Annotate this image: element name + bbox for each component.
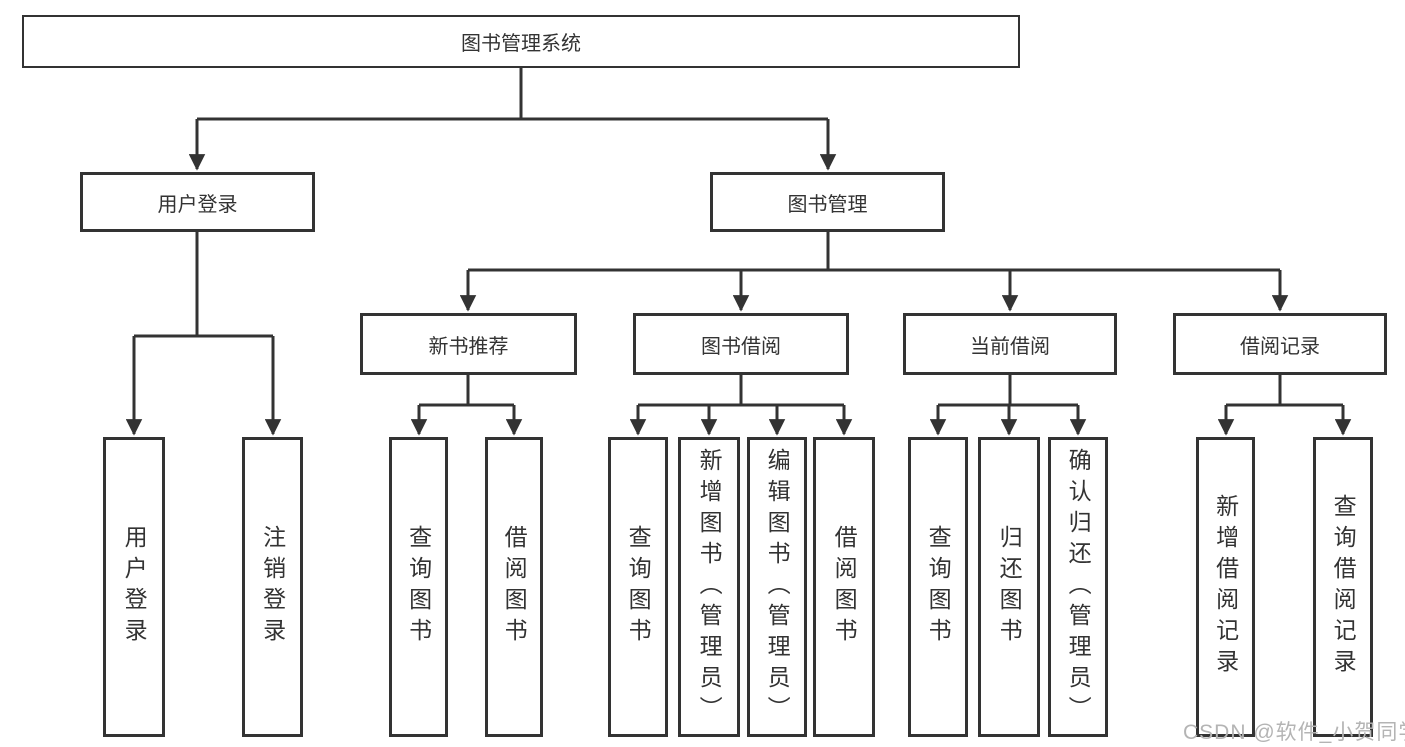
leaf-edit-books-admin: 编辑图书（管理员） [747,437,807,737]
node-book-management: 图书管理 [710,172,945,232]
leaf-confirm-return-admin-label: 确认归还（管理员） [1065,447,1092,727]
leaf-query-books-borrowing: 查询图书 [608,437,668,737]
leaf-borrow-books-recommend: 借阅图书 [485,437,543,737]
leaf-add-books-admin: 新增图书（管理员） [678,437,740,737]
leaf-query-books-recommend: 查询图书 [389,437,448,737]
leaf-return-books: 归还图书 [978,437,1040,737]
csdn-watermark: CSDN @软件_小贺同学 [1183,721,1405,744]
leaf-query-borrow-record: 查询借阅记录 [1313,437,1373,737]
node-root-library-system: 图书管理系统 [22,15,1020,68]
node-new-book-recommendation: 新书推荐 [360,313,577,375]
node-current-borrowing: 当前借阅 [903,313,1117,375]
node-borrowing-records: 借阅记录 [1173,313,1387,375]
leaf-logout-login-label: 注销登录 [259,525,286,649]
leaf-query-books-recommend-label: 查询图书 [405,525,432,649]
leaf-logout-login: 注销登录 [242,437,303,737]
leaf-query-books-current-label: 查询图书 [925,525,952,649]
leaf-add-borrow-record-label: 新增借阅记录 [1212,494,1239,680]
leaf-query-borrow-record-label: 查询借阅记录 [1330,494,1357,680]
leaf-user-login: 用户登录 [103,437,165,737]
leaf-query-books-current: 查询图书 [908,437,968,737]
leaf-borrow-books-borrowing: 借阅图书 [813,437,875,737]
leaf-borrow-books-recommend-label: 借阅图书 [501,525,528,649]
leaf-confirm-return-admin: 确认归还（管理员） [1048,437,1108,737]
leaf-edit-books-admin-label: 编辑图书（管理员） [764,447,791,727]
leaf-borrow-books-borrowing-label: 借阅图书 [831,525,858,649]
leaf-user-login-label: 用户登录 [121,525,148,649]
node-user-login: 用户登录 [80,172,315,232]
leaf-query-books-borrowing-label: 查询图书 [625,525,652,649]
node-book-borrowing: 图书借阅 [633,313,849,375]
leaf-add-borrow-record: 新增借阅记录 [1196,437,1255,737]
leaf-add-books-admin-label: 新增图书（管理员） [696,447,723,727]
leaf-return-books-label: 归还图书 [996,525,1023,649]
